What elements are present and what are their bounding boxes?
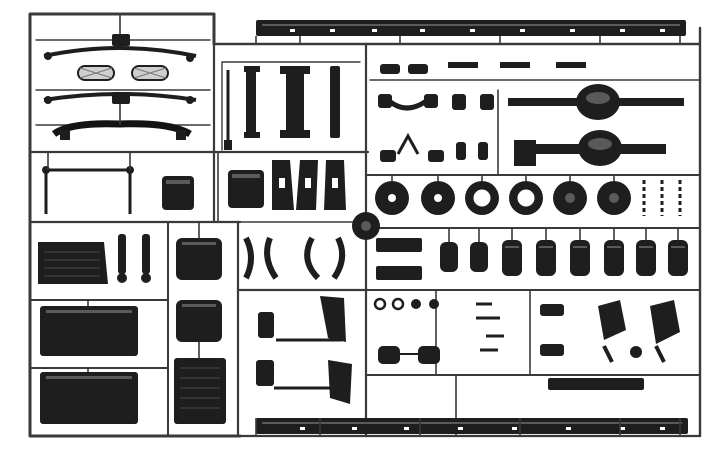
chassis-rail-top [256,20,686,36]
steering-parts [378,62,586,162]
tank-covers [174,238,226,424]
gates [47,14,681,436]
chassis-rail-bottom [256,418,688,434]
air-tanks [440,240,688,276]
linkage-parts [476,302,564,356]
battery-boxes [38,242,138,424]
prop-shaft [548,378,644,390]
front-axle-beam [51,120,192,140]
shock-absorbers-small [117,234,151,283]
spring-plates [272,160,346,210]
bumper-bars [43,34,197,104]
cab-steps [376,238,422,280]
leaf-spring-assemblies [256,296,352,404]
frame-loop [42,166,134,214]
small-rings [373,297,439,311]
mirror-boxes [162,170,264,210]
chain-parts [642,180,682,216]
suspension-arms [243,236,346,281]
brake-chambers [378,346,440,364]
rear-differentials [508,84,684,166]
front-brackets [598,300,680,363]
brake-drums [375,181,631,215]
spare-wheel-hub [352,212,380,240]
cross-members [244,66,340,138]
vertical-rods [224,70,232,150]
